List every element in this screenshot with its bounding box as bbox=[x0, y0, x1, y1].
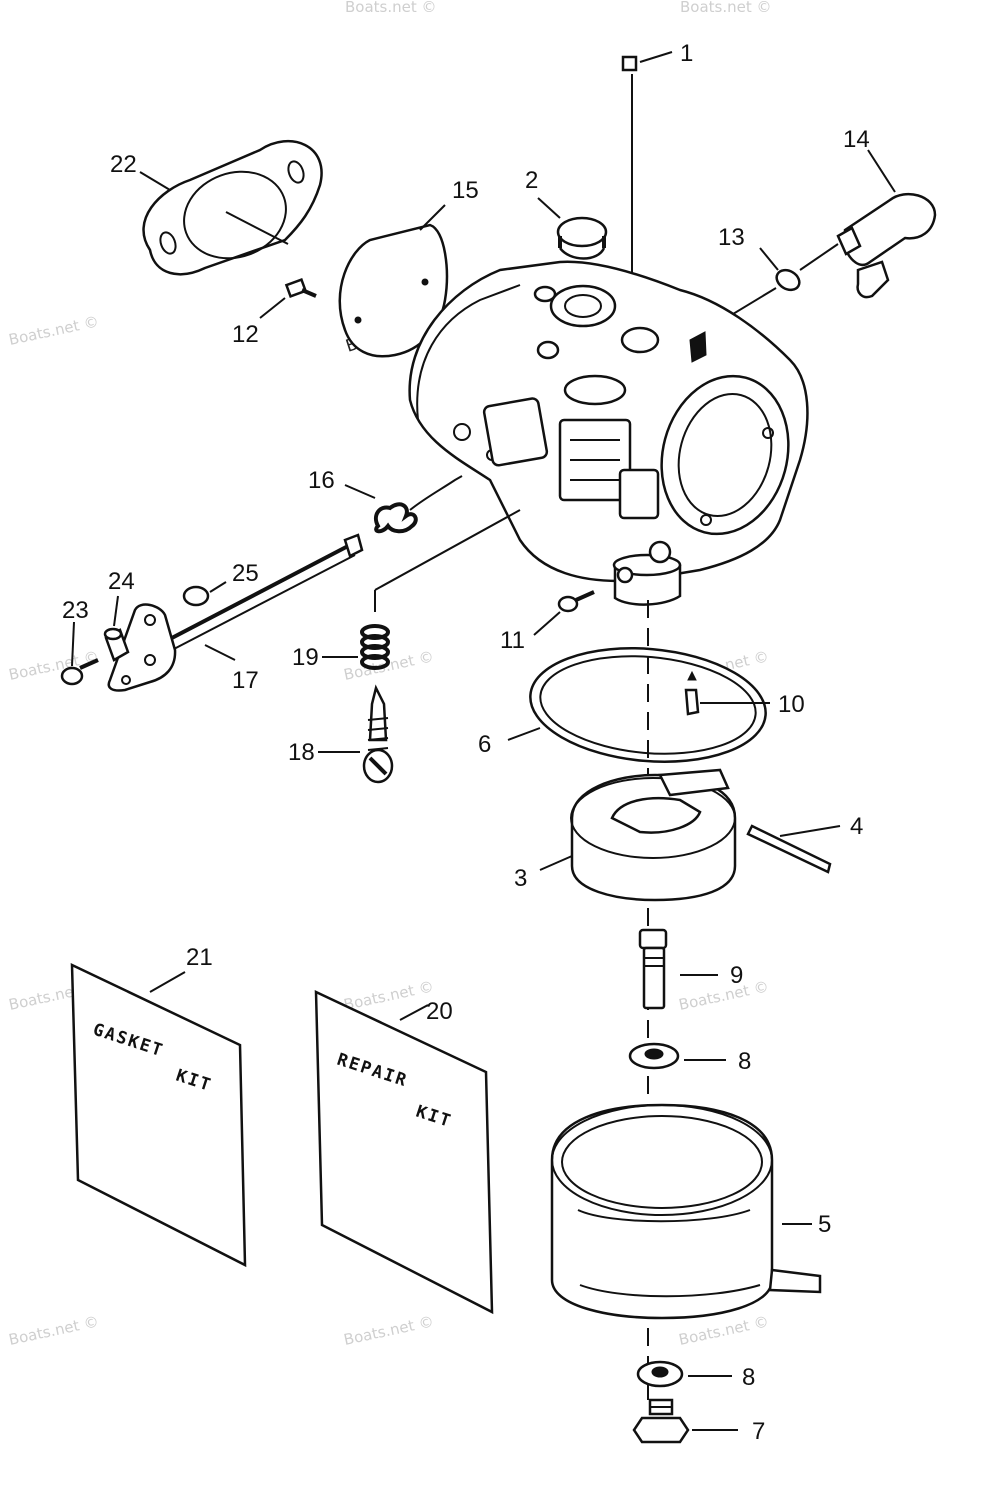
callout-8-upper: 8 bbox=[738, 1048, 751, 1075]
part-8-washer-upper bbox=[628, 1042, 726, 1070]
part-5-float-bowl bbox=[550, 1103, 822, 1320]
part-16-spring bbox=[344, 475, 463, 534]
part-15-cover-plate bbox=[338, 204, 449, 358]
watermark: Boats.net © bbox=[342, 1312, 435, 1349]
part-11-screw bbox=[533, 590, 595, 636]
callout-1: 1 bbox=[680, 40, 693, 67]
part-23-screw bbox=[60, 621, 99, 686]
part-18-needle-screw bbox=[318, 684, 394, 784]
callout-18: 18 bbox=[288, 739, 315, 766]
callout-16: 16 bbox=[308, 467, 335, 494]
callout-5: 5 bbox=[818, 1211, 831, 1238]
part-14-fuel-fitting bbox=[799, 149, 937, 299]
callout-3: 3 bbox=[514, 865, 527, 892]
watermark: Boats.net © bbox=[677, 977, 770, 1014]
part-17-throttle-shaft bbox=[107, 533, 364, 692]
callout-17: 17 bbox=[232, 667, 259, 694]
part-8-washer-lower bbox=[636, 1360, 732, 1388]
callout-6: 6 bbox=[478, 731, 491, 758]
callout-21: 21 bbox=[186, 944, 213, 971]
callout-4: 4 bbox=[850, 813, 863, 840]
callout-9: 9 bbox=[730, 962, 743, 989]
part-4-float-pin bbox=[746, 824, 841, 874]
watermark: Boats.net © bbox=[345, 0, 437, 16]
callout-14: 14 bbox=[843, 126, 870, 153]
callout-23: 23 bbox=[62, 597, 89, 624]
part-7-drain-plug bbox=[632, 1398, 738, 1444]
part-10-pin bbox=[684, 670, 770, 716]
part-12-screw bbox=[259, 278, 317, 319]
callout-22: 22 bbox=[110, 151, 137, 178]
part-3-float bbox=[539, 768, 737, 902]
part-2-cap bbox=[537, 197, 608, 290]
part-24-bushing bbox=[103, 595, 130, 662]
callout-8-lower: 8 bbox=[742, 1364, 755, 1391]
part-20-repair-kit: REPAIR KIT bbox=[314, 990, 494, 1315]
callout-19: 19 bbox=[292, 644, 319, 671]
part-22-flange-gasket bbox=[139, 139, 323, 276]
part-25-nut bbox=[182, 581, 227, 607]
carburetor-body bbox=[408, 260, 809, 606]
callout-13: 13 bbox=[718, 224, 745, 251]
part-6-bowl-gasket bbox=[507, 647, 767, 763]
callout-12: 12 bbox=[232, 321, 259, 348]
callout-7: 7 bbox=[752, 1418, 765, 1445]
watermark: Boats.net © bbox=[7, 312, 100, 349]
part-callouts: 1 2 3 4 5 6 7 8 8 9 10 11 12 13 14 15 16… bbox=[62, 40, 870, 1445]
watermark: Boats.net © bbox=[7, 1312, 100, 1349]
part-9-jet bbox=[638, 928, 718, 1010]
callout-15: 15 bbox=[452, 177, 479, 204]
part-21-gasket-kit: GASKET KIT bbox=[70, 962, 247, 1268]
callout-10: 10 bbox=[778, 691, 805, 718]
part-19-spring bbox=[322, 509, 521, 670]
callout-2: 2 bbox=[525, 167, 538, 194]
callout-20: 20 bbox=[426, 998, 453, 1025]
callout-25: 25 bbox=[232, 560, 259, 587]
watermark: Boats.net © bbox=[680, 0, 772, 16]
callout-24: 24 bbox=[108, 568, 135, 595]
callout-11: 11 bbox=[500, 627, 525, 654]
